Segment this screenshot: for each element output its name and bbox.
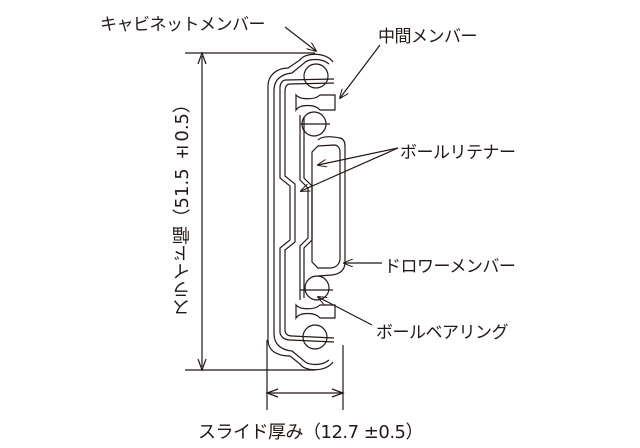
intermediate-member-clip-top: [295, 93, 336, 112]
ball-retainer-label: ボールリテナー: [400, 143, 516, 163]
intermediate-member-label: 中間メンバー: [378, 27, 478, 47]
slide-thickness-dimension-label: スライド厚み（12.7 ±0.5）: [198, 422, 424, 443]
thickness-dimension: [265, 340, 345, 410]
ball-bearing-4: [302, 324, 328, 350]
ball-bearing-2: [301, 111, 327, 137]
cabinet-member-label: キャビネットメンバー: [100, 15, 266, 35]
intermediate-member-clip-bottom: [295, 303, 336, 320]
ball-bearing-1: [303, 63, 329, 89]
ball-retainer-profile: [299, 115, 313, 300]
width-dimension: [185, 51, 315, 372]
ball-bearing-label: ボールベアリング: [376, 323, 509, 343]
drawer-member-profile: [311, 136, 346, 277]
ball-bearing-3: [304, 275, 330, 301]
slide-width-dimension-label: スライド幅（51.5 ±0.5）: [172, 95, 193, 317]
cabinet-member-profile: [267, 53, 334, 371]
leader-lines: [284, 26, 399, 326]
drawer-member-label: ドロワーメンバー: [384, 257, 516, 277]
intermediate-member-profile: [279, 78, 335, 343]
